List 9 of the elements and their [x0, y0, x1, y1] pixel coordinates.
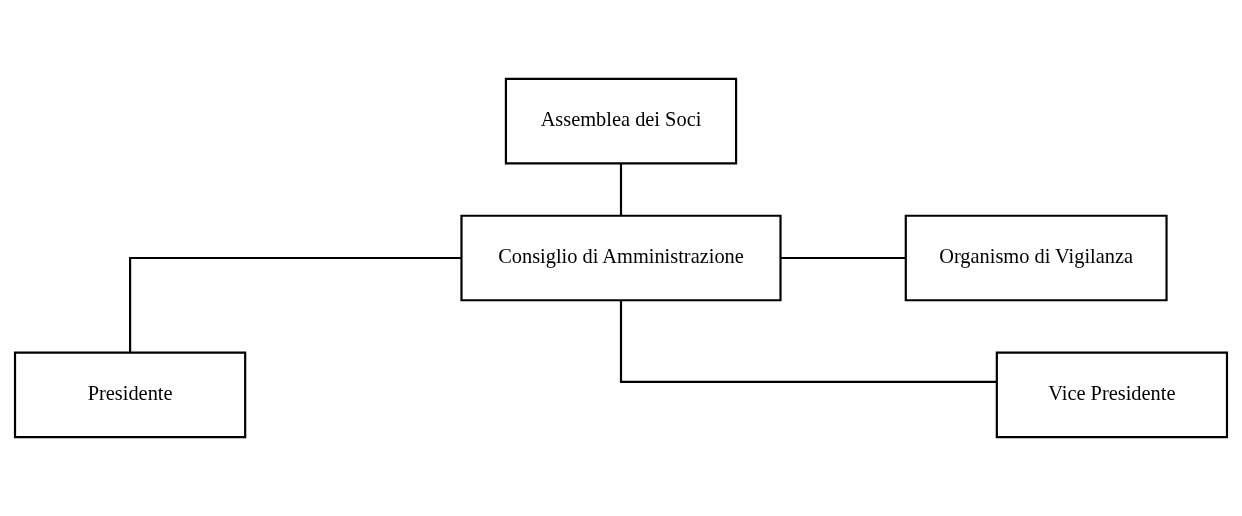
node-box: Organismo di Vigilanza: [904, 214, 1168, 302]
node-box: Vice Presidente: [995, 351, 1229, 439]
connector: [129, 256, 461, 353]
node-box: Presidente: [13, 351, 247, 439]
connector: [619, 163, 623, 216]
connector: [619, 300, 997, 383]
connector: [780, 256, 906, 260]
node-box: Consiglio di Amministrazione: [460, 214, 782, 302]
node-box: Assemblea dei Soci: [504, 77, 738, 165]
